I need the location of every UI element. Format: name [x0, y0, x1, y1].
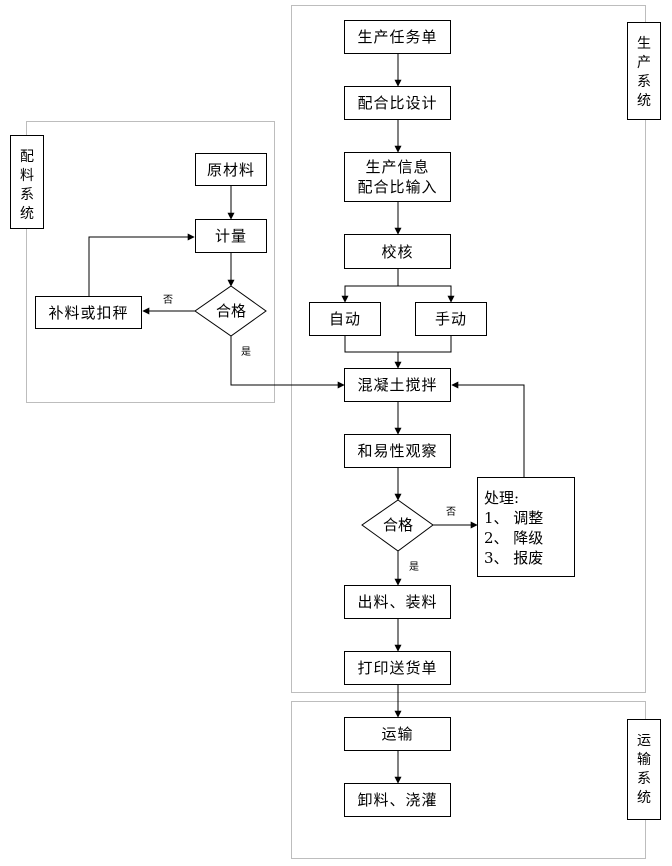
handling-node: 处理: 1、 调整 2、 降级 3、 报废: [477, 477, 575, 577]
workability-node: 和易性观察: [344, 434, 451, 468]
metering-node: 计量: [195, 219, 267, 253]
handling-item-scrap: 3、 报废: [484, 549, 544, 567]
print-note-node: 打印送货单: [344, 651, 451, 685]
adjust-material-node: 补料或扣秤: [35, 296, 142, 329]
yes-label-discharge: 是: [409, 562, 419, 573]
batch-qualified-label: 合格: [215, 302, 246, 320]
decision-diamond-qualified: [361, 499, 434, 552]
check-node: 校核: [344, 234, 451, 269]
handling-item-adjust: 1、 调整: [484, 509, 544, 527]
edge-auto-merge: [344, 336, 452, 353]
qualified-label: 合格: [382, 516, 413, 534]
edge-handling-to-mixing: [451, 381, 525, 477]
edge-batch-qualified-to-mixing: [230, 336, 345, 389]
unload-node: 卸料、浇灌: [344, 783, 451, 817]
batching-system-region: [26, 121, 275, 403]
production-system-label: 生产系统: [627, 22, 661, 120]
discharge-node: 出料、装料: [344, 585, 451, 619]
mixing-node: 混凝土搅拌: [344, 368, 451, 402]
edge-check-split-right: [398, 285, 455, 303]
handling-item-downgrade: 2、 降级: [484, 529, 544, 547]
manual-node: 手动: [415, 302, 487, 336]
batching-system-label: 配料系统: [10, 135, 44, 229]
auto-node: 自动: [309, 302, 381, 336]
handling-title: 处理:: [484, 489, 520, 507]
edge-adjust-to-metering: [88, 233, 195, 296]
transport-system-label: 运输系统: [627, 719, 661, 820]
transport-node: 运输: [344, 717, 451, 751]
no-label-handling: 否: [446, 507, 456, 518]
edge-check-split: [341, 269, 399, 303]
raw-material-node: 原材料: [195, 153, 267, 186]
decision-diamond-batch-qualified: [194, 285, 267, 337]
production-system-region: [291, 5, 646, 693]
mix-design-node: 配合比设计: [344, 86, 451, 120]
yes-label-mixing: 是: [241, 347, 251, 358]
info-input-node: 生产信息配合比输入: [344, 152, 451, 202]
no-label-adjust: 否: [163, 295, 173, 306]
task-order-node: 生产任务单: [344, 20, 451, 54]
